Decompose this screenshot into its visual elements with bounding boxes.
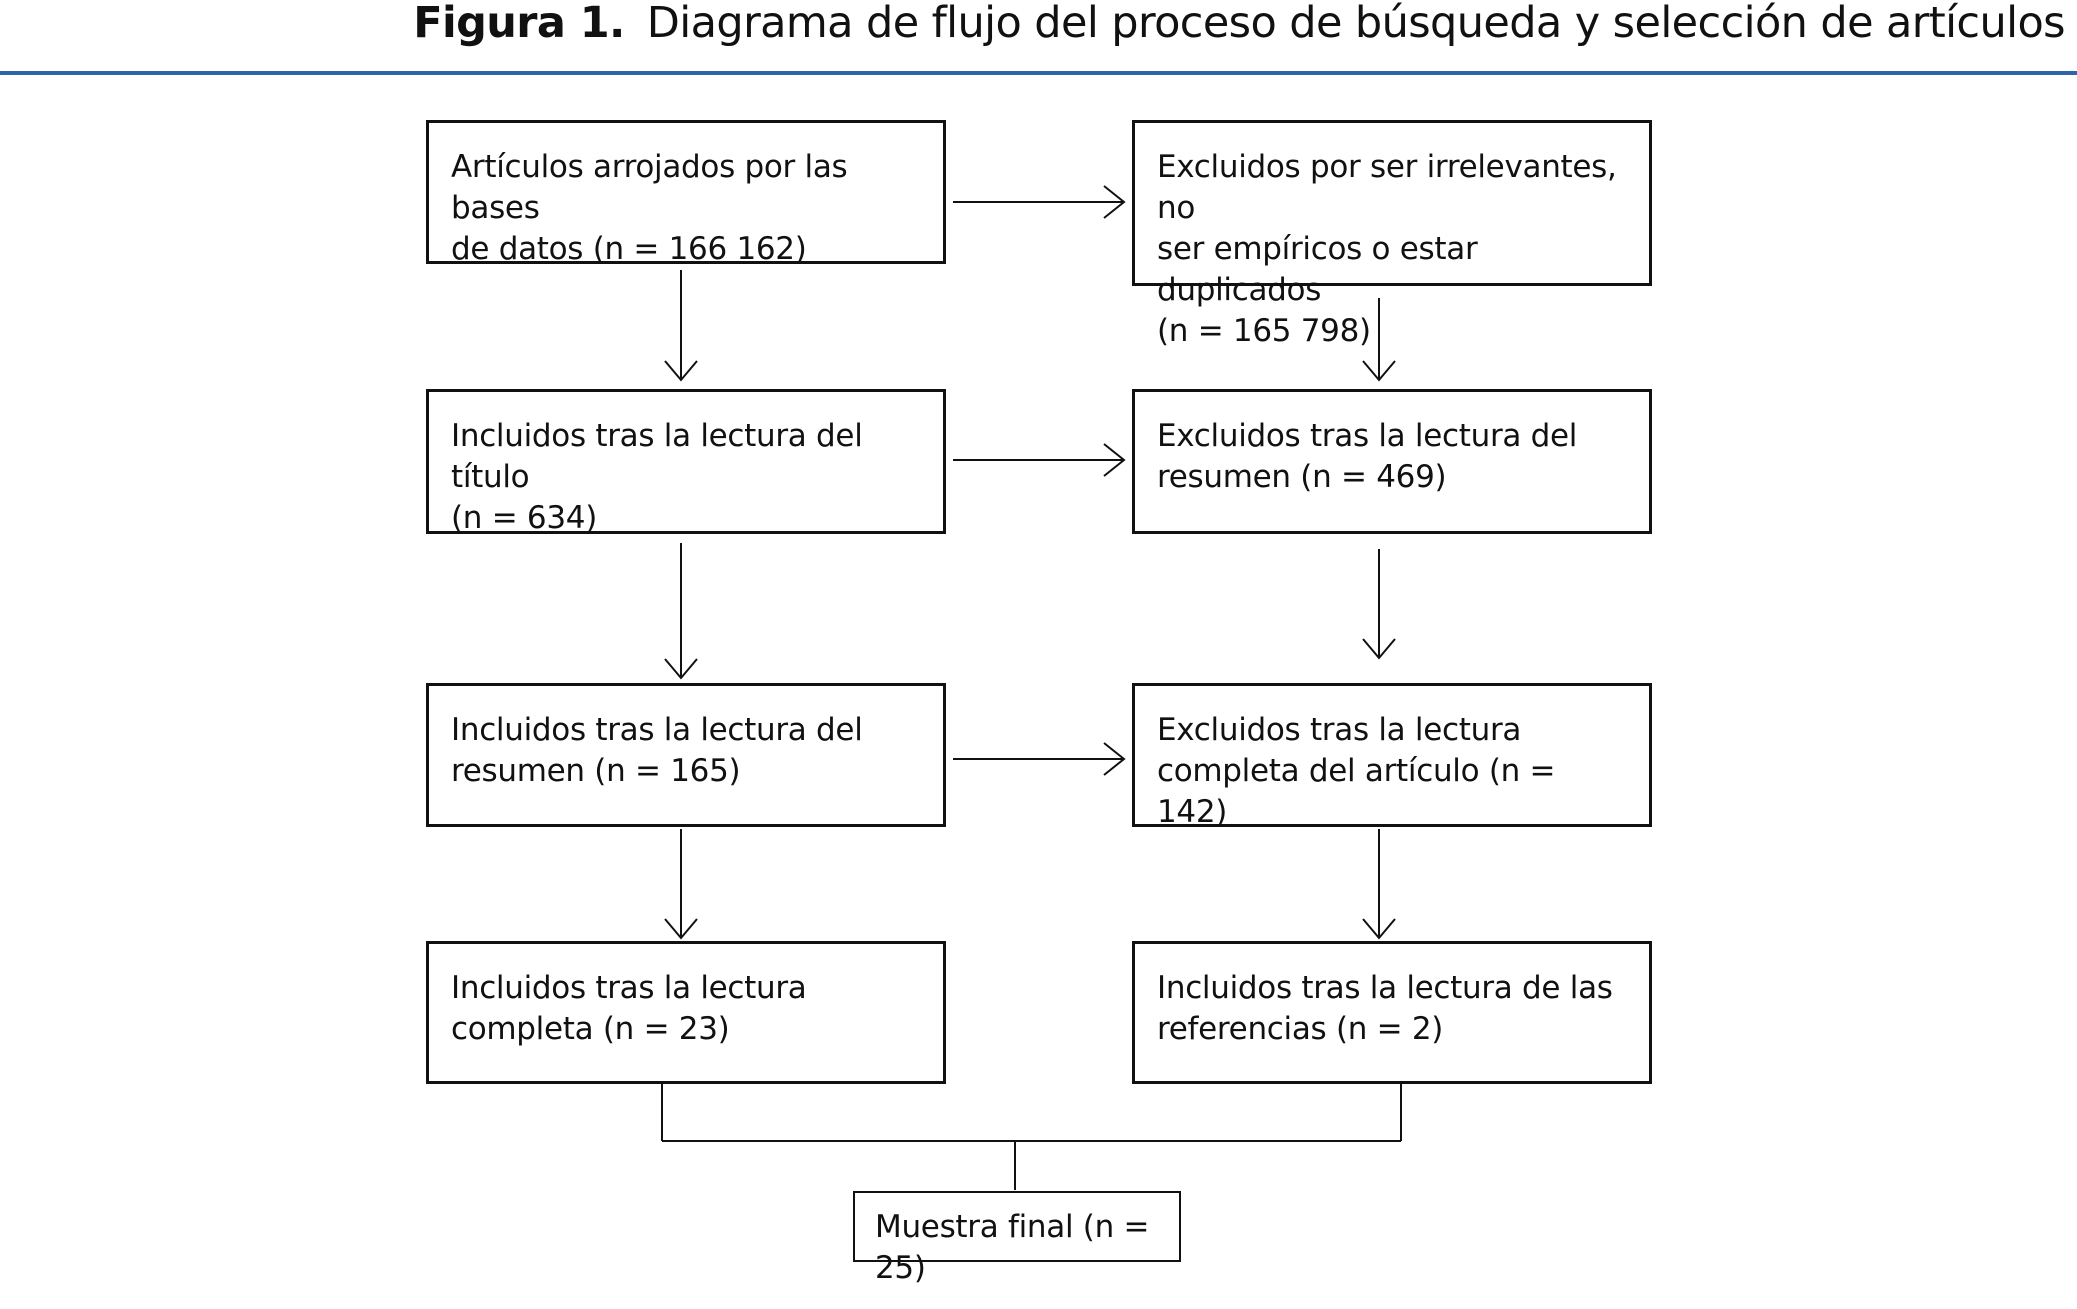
arrow-excluded-abstract [953, 443, 1126, 477]
arrow-left-down-2 [664, 543, 698, 680]
box-articles-retrieved: Artículos arrojados por las bases de dat… [426, 120, 946, 267]
box-included-title: Incluidos tras la lectura del título (n … [426, 389, 946, 536]
arrow-left-down-3 [664, 829, 698, 940]
box-included-references: Incluidos tras la lectura de las referen… [1132, 941, 1652, 1084]
figure-caption: Diagrama de flujo del proceso de búsqued… [646, 0, 2066, 48]
arrow-left-down-1 [664, 270, 698, 382]
box-final-sample: Muestra final (n = 25) [853, 1191, 1181, 1286]
box-excluded-fulltext: Excluidos tras la lectura completa del a… [1132, 683, 1652, 830]
box-excluded-irrelevant: Excluidos por ser irrelevantes, no ser e… [1132, 120, 1652, 349]
box-excluded-abstract: Excluidos tras la lectura del resumen (n… [1132, 389, 1652, 534]
arrow-excluded-initial [953, 185, 1126, 219]
arrow-right-down-1 [1362, 298, 1396, 382]
box-included-fulltext: Incluidos tras la lectura completa (n = … [426, 941, 946, 1084]
figure-title: Figura 1. Diagrama de flujo del proceso d… [413, 0, 2065, 60]
box-included-abstract: Incluidos tras la lectura del resumen (n… [426, 683, 946, 827]
figure-label: Figura 1. [413, 0, 625, 48]
arrow-right-down-3 [1362, 829, 1396, 940]
arrow-right-down-2 [1362, 549, 1396, 660]
arrow-excluded-fulltext [953, 742, 1126, 776]
merge-connector [661, 1083, 1402, 1190]
title-rule [0, 71, 2077, 75]
